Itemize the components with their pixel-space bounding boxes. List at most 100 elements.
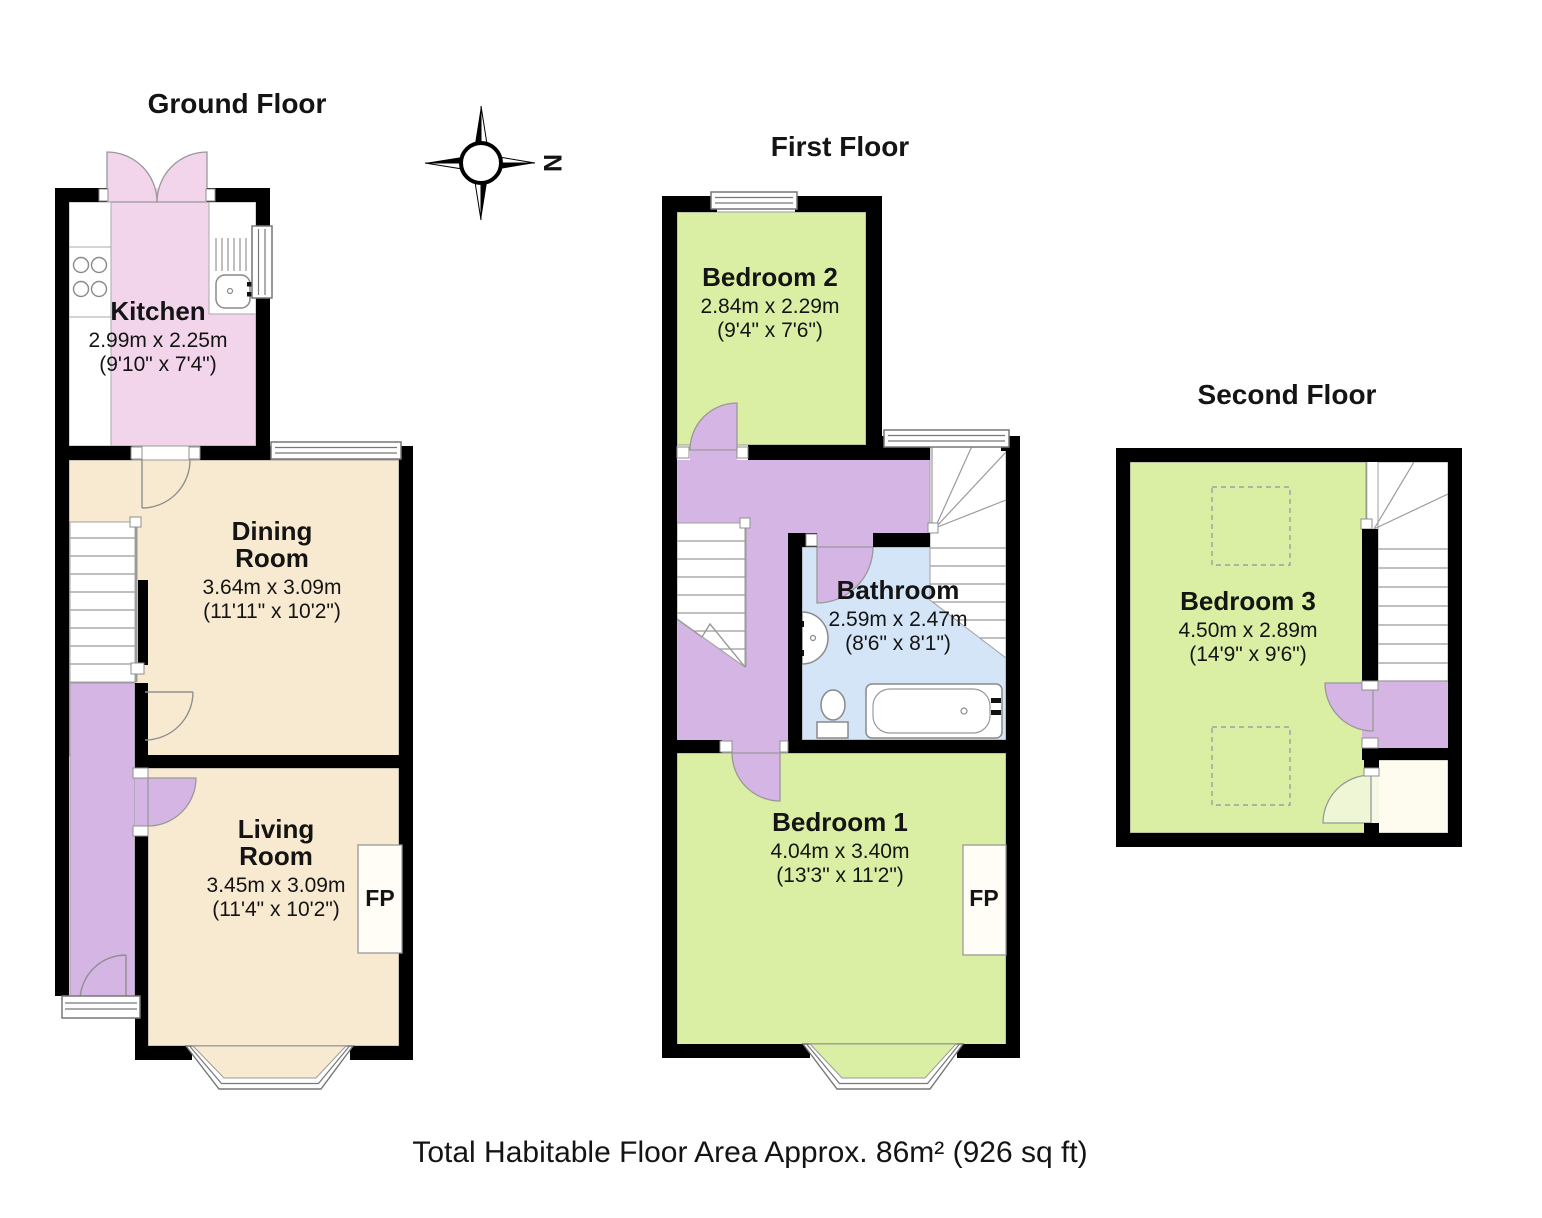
closet-floor bbox=[1377, 759, 1449, 834]
stair-treads bbox=[1378, 548, 1448, 682]
bedroom3-dim-imperial: (14'9" x 9'6") bbox=[1189, 643, 1306, 666]
door-jamb bbox=[805, 533, 818, 547]
door-jamb bbox=[188, 446, 201, 460]
winder-fan bbox=[931, 445, 1007, 529]
bay-window-glass bbox=[189, 1045, 350, 1085]
fireplace-label: FP bbox=[969, 885, 998, 911]
hob-ring-icon bbox=[72, 256, 90, 274]
hallway-floor bbox=[69, 682, 136, 1001]
living-label-2: Room bbox=[239, 841, 313, 871]
tap-icon bbox=[991, 710, 1001, 715]
newel-post-icon bbox=[1360, 518, 1373, 530]
bay-floor bbox=[808, 1043, 958, 1079]
window bbox=[883, 429, 1010, 448]
bedroom2-dim-imperial: (9'4" x 7'6") bbox=[717, 319, 823, 342]
landing-floor bbox=[1378, 681, 1448, 748]
staircase bbox=[69, 521, 136, 683]
fireplace-label: FP bbox=[365, 885, 394, 911]
door-jamb bbox=[1361, 680, 1379, 691]
bathroom-dim-metric: 2.59m x 2.47m bbox=[829, 608, 968, 631]
newel-post-icon bbox=[927, 522, 939, 534]
first-floor-walls bbox=[662, 196, 1020, 1058]
door-jamb bbox=[736, 446, 749, 459]
first-floor-plan: FP First Floor Bedroom 2 2.84m x 2.29m (… bbox=[662, 131, 1020, 1090]
dining-label-2: Room bbox=[235, 543, 309, 573]
bedroom2-label: Bedroom 2 bbox=[702, 262, 838, 292]
second-floor-title: Second Floor bbox=[1198, 379, 1377, 410]
toilet-icon bbox=[820, 689, 846, 721]
front-door-swing-icon bbox=[79, 954, 127, 1000]
fireplace bbox=[962, 844, 1007, 956]
door-jamb bbox=[132, 825, 149, 837]
kitchen-counter bbox=[68, 201, 112, 447]
bay-floor bbox=[191, 1045, 348, 1079]
bedroom3-label: Bedroom 3 bbox=[1180, 586, 1316, 616]
stair-treads bbox=[930, 547, 1006, 639]
newel-post-icon bbox=[129, 516, 142, 528]
living-dim-imperial: (11'4" x 10'2") bbox=[212, 898, 340, 921]
winder-fan bbox=[1373, 461, 1449, 530]
front-door-sill bbox=[61, 995, 141, 1019]
bedroom2-floor bbox=[676, 211, 867, 446]
living-dim-metric: 3.45m x 3.09m bbox=[207, 874, 346, 897]
bedroom3-dim-metric: 4.50m x 2.89m bbox=[1179, 619, 1318, 642]
hob-ring-icon bbox=[72, 280, 90, 298]
fireplace bbox=[357, 844, 403, 954]
bedroom3-floor bbox=[1129, 461, 1367, 834]
drainer-icon bbox=[215, 238, 247, 271]
roof-window-outline bbox=[1211, 486, 1291, 566]
window bbox=[710, 191, 798, 210]
window bbox=[251, 225, 273, 299]
first-floor-title: First Floor bbox=[771, 131, 910, 162]
bedroom1-door-icon bbox=[731, 752, 781, 802]
kitchen-door-swing-icon bbox=[141, 459, 191, 509]
stair-break-line bbox=[676, 618, 746, 668]
bathroom-label: Bathroom bbox=[837, 575, 960, 605]
door-jamb bbox=[98, 188, 109, 202]
stair-treads bbox=[70, 537, 135, 665]
roof-window-outline bbox=[1211, 726, 1291, 806]
door-jamb bbox=[1361, 737, 1379, 749]
ground-walls bbox=[55, 188, 413, 1060]
bedroom1-door-gap bbox=[732, 740, 780, 753]
dining-label-1: Dining bbox=[232, 516, 313, 546]
bathtub-icon bbox=[865, 683, 1003, 739]
ground-floor-title: Ground Floor bbox=[148, 88, 327, 119]
bathroom-door-icon bbox=[816, 546, 874, 604]
door-jamb bbox=[132, 767, 149, 779]
bedroom2-door-icon bbox=[689, 402, 738, 451]
door-jamb bbox=[130, 662, 145, 675]
bath-drain-icon bbox=[960, 707, 968, 715]
living-label-1: Living bbox=[238, 814, 315, 844]
back-door-leaf-icon bbox=[156, 151, 208, 203]
tap-icon bbox=[991, 698, 1001, 703]
door-jamb bbox=[1363, 767, 1380, 777]
back-door-leaf-icon bbox=[106, 151, 158, 203]
bedroom2-dim-metric: 2.84m x 2.29m bbox=[701, 295, 840, 318]
bedroom1-dim-imperial: (13'3" x 11'2") bbox=[776, 864, 904, 887]
bedroom1-floor bbox=[676, 752, 1007, 1047]
total-area-label: Total Habitable Floor Area Approx. 86m² … bbox=[412, 1136, 1087, 1169]
door-jamb bbox=[779, 740, 789, 753]
bathroom-door-gap bbox=[817, 535, 873, 547]
second-floor-walls bbox=[1116, 448, 1462, 847]
bathroom-dim-imperial: (8'6" x 8'1") bbox=[845, 632, 951, 655]
window bbox=[270, 441, 402, 460]
staircase bbox=[1377, 461, 1449, 682]
ground-floor-plan: FP Ground Floor Kitchen 2.99m x 2.25m (9… bbox=[55, 88, 413, 1090]
bedroom1-dim-metric: 4.04m x 3.40m bbox=[771, 840, 910, 863]
hob-ring-icon bbox=[90, 256, 108, 274]
toilet-cistern-icon bbox=[816, 721, 849, 739]
dining-dim-imperial: (11'11" x 10'2") bbox=[203, 600, 341, 623]
compass-north-label: N bbox=[538, 154, 566, 172]
door-jamb bbox=[676, 446, 690, 459]
kitchen-label: Kitchen bbox=[110, 296, 205, 326]
kitchen-dim-imperial: (9'10" x 7'4") bbox=[99, 353, 216, 376]
basin-drain-icon bbox=[809, 634, 817, 642]
hob-ring-icon bbox=[90, 280, 108, 298]
bedroom3-door-icon bbox=[1324, 682, 1374, 732]
dining-dim-metric: 3.64m x 3.09m bbox=[203, 576, 342, 599]
stair-treads bbox=[677, 540, 745, 650]
living-room-floor bbox=[147, 767, 400, 1047]
